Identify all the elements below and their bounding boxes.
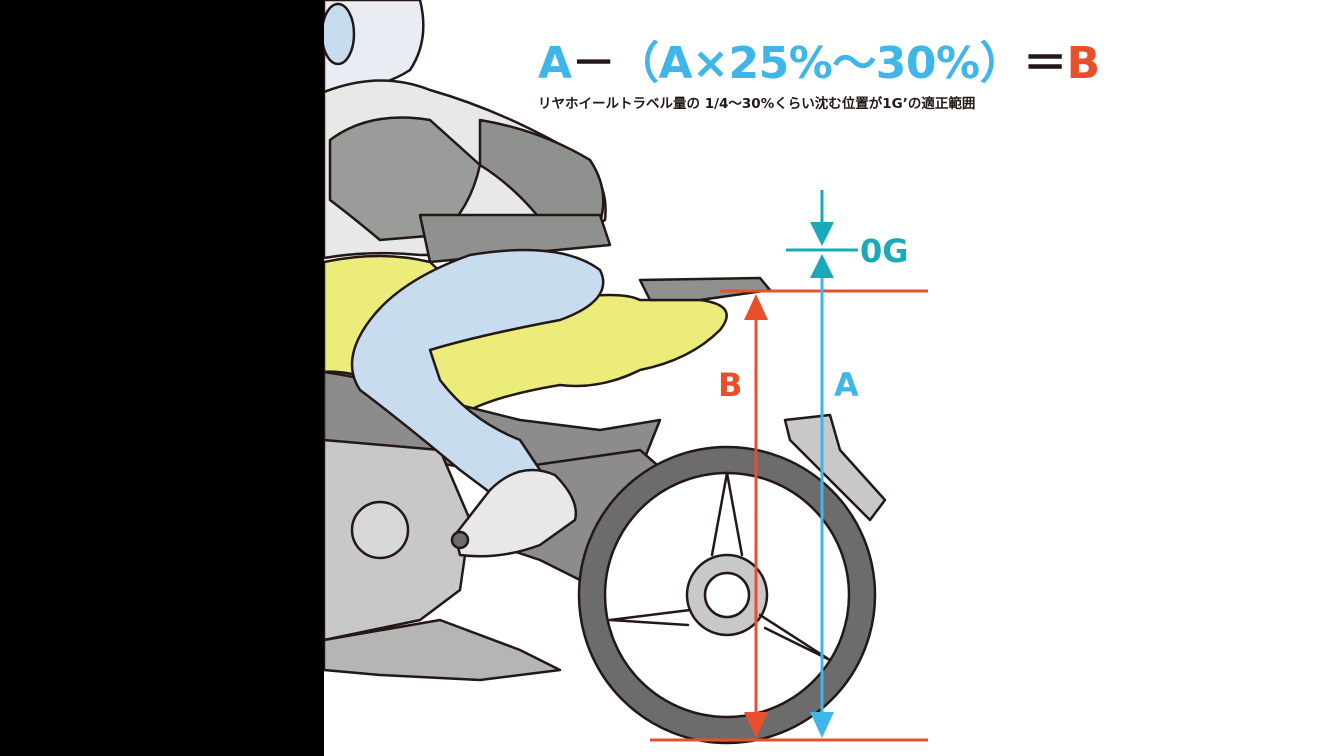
- rear-fender: [783, 413, 887, 522]
- tail-cowl: [638, 276, 772, 302]
- exhaust: [324, 618, 562, 682]
- zero-g-arrow-up-icon: [810, 254, 834, 278]
- ride-hi-logo: RIDE HI: [1202, 714, 1326, 744]
- subtitle-caption: リヤホイールトラベル量の 1/4～30%くらい沈む位置が1G’の適正範囲: [538, 96, 976, 112]
- footpeg: [450, 530, 470, 550]
- rim-spokes: [608, 471, 832, 662]
- boot: [453, 468, 578, 558]
- jacket-hem: [418, 213, 612, 264]
- sprocket: [703, 571, 751, 619]
- helmet-visor: [324, 2, 356, 66]
- b-arrow-top-icon: [744, 294, 768, 320]
- jeans-leg: [350, 248, 605, 502]
- formula-minus: －: [571, 38, 616, 89]
- a-arrow-bottom-icon: [810, 712, 834, 738]
- formula-equals: ＝: [1023, 38, 1067, 89]
- a-label: A: [834, 366, 859, 404]
- zero-g-label: 0G: [860, 232, 909, 270]
- b-arrow-bottom-icon: [744, 712, 768, 738]
- formula-a: A: [538, 38, 572, 89]
- jacket-side: [478, 118, 605, 234]
- engine-cover: [350, 500, 410, 560]
- b-label: B: [718, 366, 742, 404]
- measurement-lines: 0G A B: [650, 190, 928, 742]
- zero-g-arrow-down-icon: [810, 222, 834, 246]
- jacket-panel: [328, 116, 482, 242]
- formula-b: B: [1066, 38, 1101, 89]
- formula-paren: （A×25%～30%）: [615, 38, 1024, 89]
- formula-heading: A－（A×25%～30%）＝B: [538, 36, 1100, 92]
